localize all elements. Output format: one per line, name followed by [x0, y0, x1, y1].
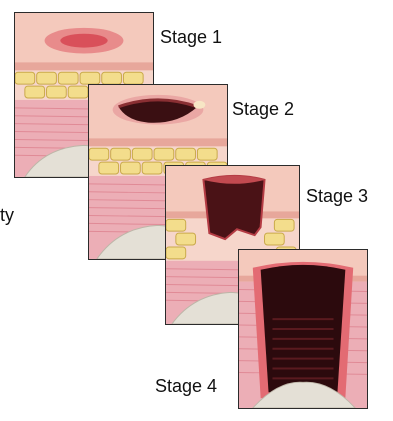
- stage-1-label: Stage 1: [160, 27, 222, 48]
- stage-4-illustration: [238, 249, 368, 409]
- cropped-text-fragment: ty: [0, 205, 14, 226]
- stage-4-label: Stage 4: [155, 376, 217, 397]
- stage-3-label: Stage 3: [306, 186, 368, 207]
- stage-2-label: Stage 2: [232, 99, 294, 120]
